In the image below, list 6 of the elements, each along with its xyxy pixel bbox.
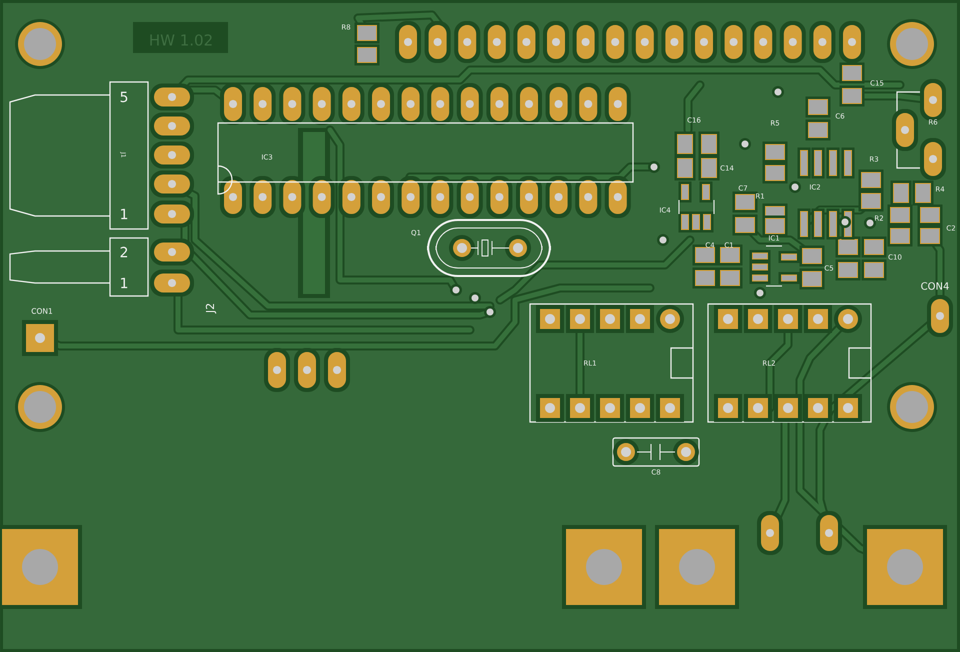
silkscreen-label: 5 [120, 92, 128, 102]
silkscreen-label: 1 [121, 208, 128, 220]
silkscreen-label: CON4 [921, 282, 949, 290]
silkscreen-label: J2 [206, 304, 216, 314]
silkscreen-label: 2 [120, 246, 128, 258]
silkscreen-label: 1 [121, 278, 128, 288]
